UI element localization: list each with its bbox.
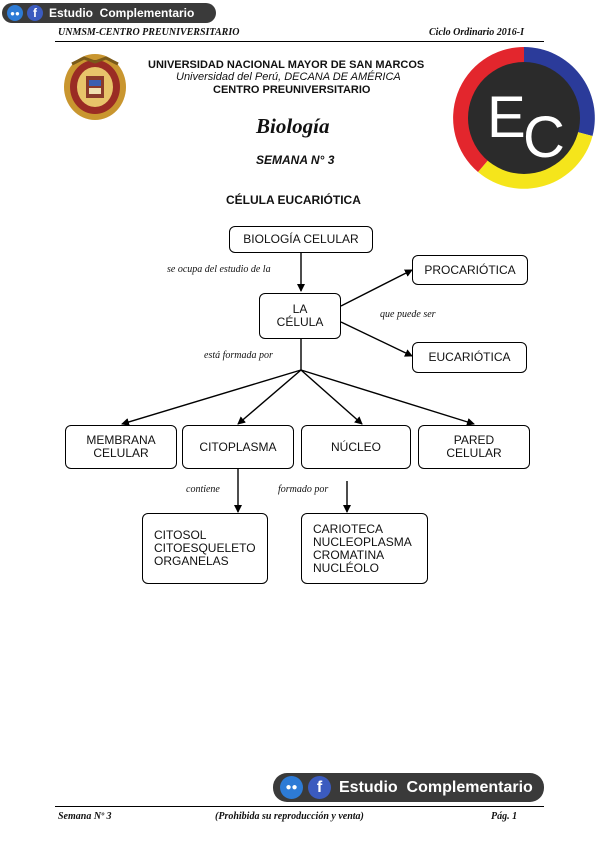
list-item: NUCLEOPLASMA bbox=[313, 534, 412, 549]
ec-letter-e: E bbox=[487, 85, 526, 150]
topic-title: CÉLULA EUCARIÓTICA bbox=[226, 193, 361, 207]
institution-name: UNIVERSIDAD NACIONAL MAYOR DE SAN MARCOS bbox=[148, 59, 425, 71]
list-item: CITOSOL bbox=[154, 528, 207, 542]
node-celula-line2: CÉLULA bbox=[276, 315, 324, 329]
footer-right: Pág. 1 bbox=[491, 811, 518, 822]
node-la-celula: LA CÉLULA bbox=[259, 293, 341, 339]
list-item: CARIOTECA bbox=[313, 521, 384, 536]
node-membrana-line1: MEMBRANA bbox=[86, 433, 156, 447]
node-celula-line1: LA bbox=[292, 302, 308, 316]
group-icon: ●● bbox=[7, 5, 23, 21]
list-item: ORGANELAS bbox=[154, 554, 229, 568]
node-pared-line1: PARED bbox=[453, 433, 495, 447]
node-pared-celular: PARED CELULAR bbox=[418, 425, 530, 469]
node-nucleo: NÚCLEO bbox=[301, 425, 411, 469]
label-formada: está formada por bbox=[204, 350, 273, 361]
node-membrana-line2: CELULAR bbox=[93, 446, 149, 460]
node-biologia-text: BIOLOGÍA CELULAR bbox=[243, 232, 359, 246]
week-title: SEMANA N° 3 bbox=[256, 153, 335, 167]
list-item: CITOESQUELETO bbox=[154, 541, 256, 555]
list-item: NUCLÉOLO bbox=[313, 560, 380, 575]
badge-text: Estudio Complementario bbox=[339, 778, 533, 796]
node-eucariotica-text: EUCARIÓTICA bbox=[428, 350, 511, 364]
institution-subtitle: Universidad del Perú, DECANA DE AMÉRICA bbox=[176, 71, 401, 83]
node-procariotica: PROCARIÓTICA bbox=[412, 255, 528, 285]
node-procariotica-text: PROCARIÓTICA bbox=[424, 262, 516, 277]
node-citoplasma-text: CITOPLASMA bbox=[199, 439, 277, 454]
ec-letter-c: C bbox=[523, 105, 565, 170]
header-left: UNMSM-CENTRO PREUNIVERSITARIO bbox=[58, 27, 240, 38]
node-citoplasma: CITOPLASMA bbox=[182, 425, 294, 469]
bottom-badge[interactable]: ●● f Estudio Complementario bbox=[273, 773, 544, 802]
group-icon: ●● bbox=[280, 776, 303, 799]
institution-center: CENTRO PREUNIVERSITARIO bbox=[213, 84, 371, 96]
header-right: Ciclo Ordinario 2016-I bbox=[429, 27, 525, 38]
node-citoplasma-components: CITOSOL CITOESQUELETO ORGANELAS bbox=[142, 513, 268, 584]
node-biologia-celular: BIOLOGÍA CELULAR bbox=[229, 226, 373, 253]
label-contiene: contiene bbox=[186, 484, 220, 495]
subject-title: Biología bbox=[256, 114, 330, 138]
unmsm-seal-logo bbox=[62, 52, 128, 122]
label-puede-ser: que puede ser bbox=[380, 309, 436, 320]
footer-center: (Prohibida su reproducción y venta) bbox=[215, 811, 364, 822]
node-eucariotica: EUCARIÓTICA bbox=[412, 342, 527, 373]
label-ocupa: se ocupa del estudio de la bbox=[167, 264, 271, 275]
facebook-icon: f bbox=[308, 776, 331, 799]
badge-text: Estudio Complementario bbox=[49, 6, 195, 20]
node-pared-line2: CELULAR bbox=[446, 446, 502, 460]
label-formado: formado por bbox=[278, 484, 329, 495]
list-item: CROMATINA bbox=[313, 547, 385, 562]
footer-left: Semana Nº 3 bbox=[58, 811, 112, 822]
node-membrana-celular: MEMBRANA CELULAR bbox=[65, 425, 177, 469]
footer-rule bbox=[55, 806, 544, 807]
ec-logo: E C bbox=[453, 47, 595, 189]
top-badge[interactable]: ●● f Estudio Complementario bbox=[2, 3, 216, 23]
header-rule bbox=[55, 41, 544, 42]
node-nucleo-components: CARIOTECA NUCLEOPLASMA CROMATINA NUCLÉOL… bbox=[301, 513, 428, 584]
facebook-icon: f bbox=[27, 5, 43, 21]
node-nucleo-text: NÚCLEO bbox=[330, 439, 381, 454]
